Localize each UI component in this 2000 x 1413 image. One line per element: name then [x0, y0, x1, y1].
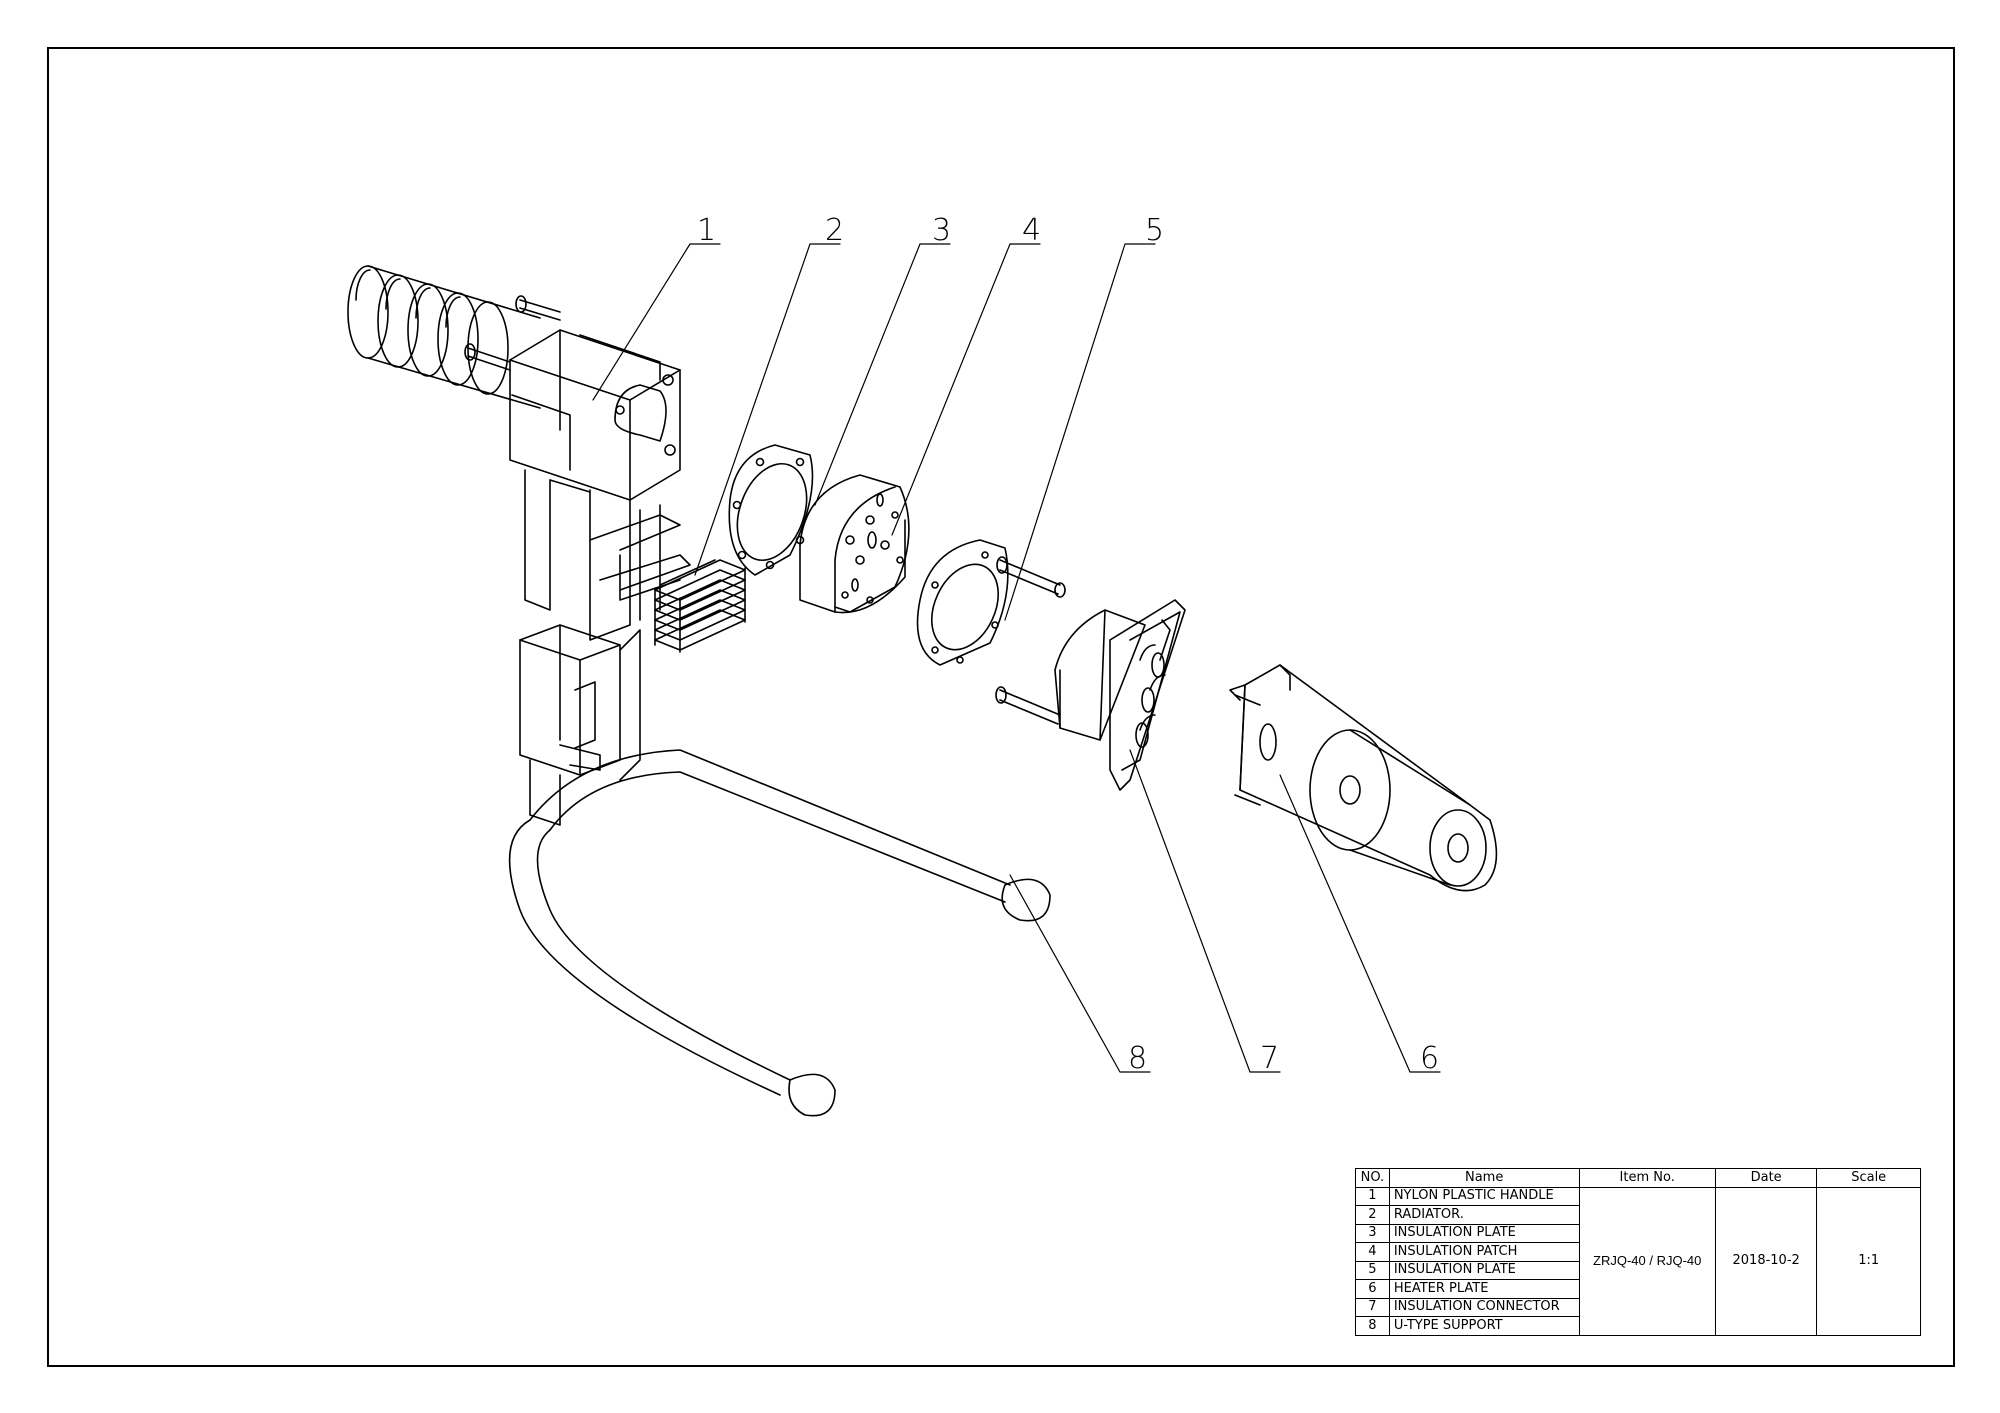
bom-row-no: 3: [1355, 1223, 1390, 1244]
callout-number-7: 7: [1260, 1041, 1279, 1076]
bom-row-no: 7: [1355, 1297, 1390, 1318]
callout-number-3: 3: [932, 213, 951, 248]
bom-row-no: 6: [1355, 1279, 1390, 1299]
bom-header-item-no: Item No.: [1578, 1168, 1716, 1188]
callout-number-2: 2: [825, 213, 844, 248]
callout-leaders: [592, 243, 1441, 1073]
table-row: 1 NYLON PLASTIC HANDLE ZRJQ-40 / RJQ-40 …: [1355, 1186, 1921, 1337]
bom-row-name: HEATER PLATE: [1388, 1279, 1580, 1299]
callout-number-6: 6: [1420, 1041, 1439, 1076]
bom-row-no: 8: [1355, 1316, 1390, 1336]
part-heater-plate: [1229, 664, 1498, 892]
bom-header-date: Date: [1714, 1168, 1818, 1188]
bom-date: 2018-10-2: [1714, 1186, 1818, 1337]
bom-row-name: U-TYPE SUPPORT: [1388, 1316, 1580, 1336]
table-row: 2 RADIATOR.: [1355, 1205, 1921, 1225]
bom-row-name: INSULATION PLATE: [1388, 1260, 1580, 1281]
bom-header-scale: Scale: [1816, 1168, 1921, 1188]
bom-row-no: 1: [1355, 1186, 1390, 1207]
bom-scale: 1:1: [1816, 1186, 1921, 1337]
bom-header-row: NO. Name Item No. Date Scale: [1355, 1168, 1921, 1188]
part-u-type-support: [508, 749, 1051, 1117]
bom-row-name: INSULATION CONNECTOR: [1388, 1297, 1580, 1318]
callout-number-4: 4: [1022, 213, 1041, 248]
bom-row-name: INSULATION PATCH: [1388, 1242, 1580, 1262]
drawing-frame: [47, 47, 1955, 1367]
callout-number-1: 1: [697, 213, 716, 248]
part-insulation-plate-5: [916, 539, 1066, 725]
callout-number-8: 8: [1128, 1041, 1147, 1076]
bom-row-name: RADIATOR.: [1388, 1205, 1580, 1225]
part-insulation-patch: [799, 474, 910, 614]
part-insulation-plate-3: [728, 444, 814, 576]
bom-header-no: NO.: [1355, 1168, 1390, 1188]
part-insulation-connector: [1054, 599, 1186, 791]
bom-row-name: NYLON PLASTIC HANDLE: [1388, 1186, 1580, 1207]
bom-row-no: 5: [1355, 1260, 1390, 1281]
bom-row-name: INSULATION PLATE: [1388, 1223, 1580, 1244]
callout-number-5: 5: [1145, 213, 1164, 248]
bom-header-name: Name: [1388, 1168, 1580, 1188]
bom-row-no: 2: [1355, 1205, 1390, 1225]
table-row: 8 U-TYPE SUPPORT: [1355, 1316, 1921, 1336]
part-radiator: [654, 559, 746, 653]
part-handle: [347, 265, 691, 826]
bom-item-no: ZRJQ-40 / RJQ-40: [1578, 1186, 1716, 1337]
bom-row-no: 4: [1355, 1242, 1390, 1262]
table-row: 7 INSULATION CONNECTOR: [1355, 1297, 1921, 1318]
bill-of-materials-table: NO. Name Item No. Date Scale 1 NYLON PLA…: [1355, 1168, 1921, 1337]
